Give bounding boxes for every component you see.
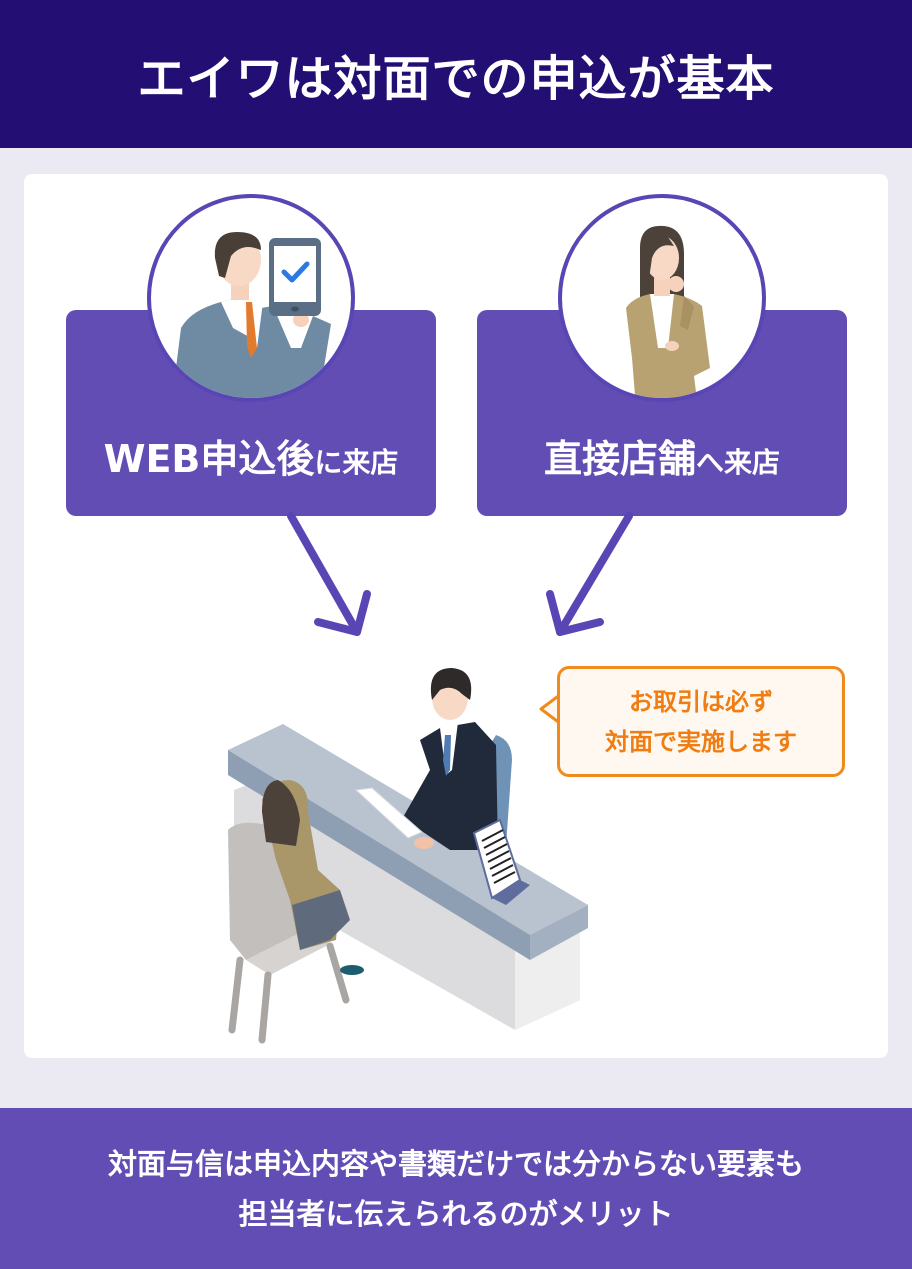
route-label-direct: 直接店舗へ来店	[543, 437, 781, 481]
arrow-left-icon	[287, 512, 371, 636]
route-label-web: WEB申込後に来店	[103, 437, 399, 481]
bubble-line-2: 対面で実施します	[605, 727, 797, 756]
bubble-line-1: お取引は必ず	[629, 687, 773, 716]
footer-banner: 対面与信は申込内容や書類だけでは分からない要素も 担当者に伝えられるのがメリット	[0, 1108, 912, 1269]
footer-line-1: 対面与信は申込内容や書類だけでは分からない要素も	[107, 1146, 804, 1181]
speech-bubble: お取引は必ず 対面で実施します	[557, 666, 845, 777]
arrow-right-icon	[546, 512, 633, 636]
woman-thinking-illustration	[558, 194, 766, 402]
businessman-tablet-illustration	[147, 194, 355, 402]
footer-line-2: 担当者に伝えられるのがメリット	[238, 1196, 674, 1231]
header-banner: エイワは対面での申込が基本	[0, 0, 912, 148]
page-title: エイワは対面での申込が基本	[137, 51, 775, 107]
